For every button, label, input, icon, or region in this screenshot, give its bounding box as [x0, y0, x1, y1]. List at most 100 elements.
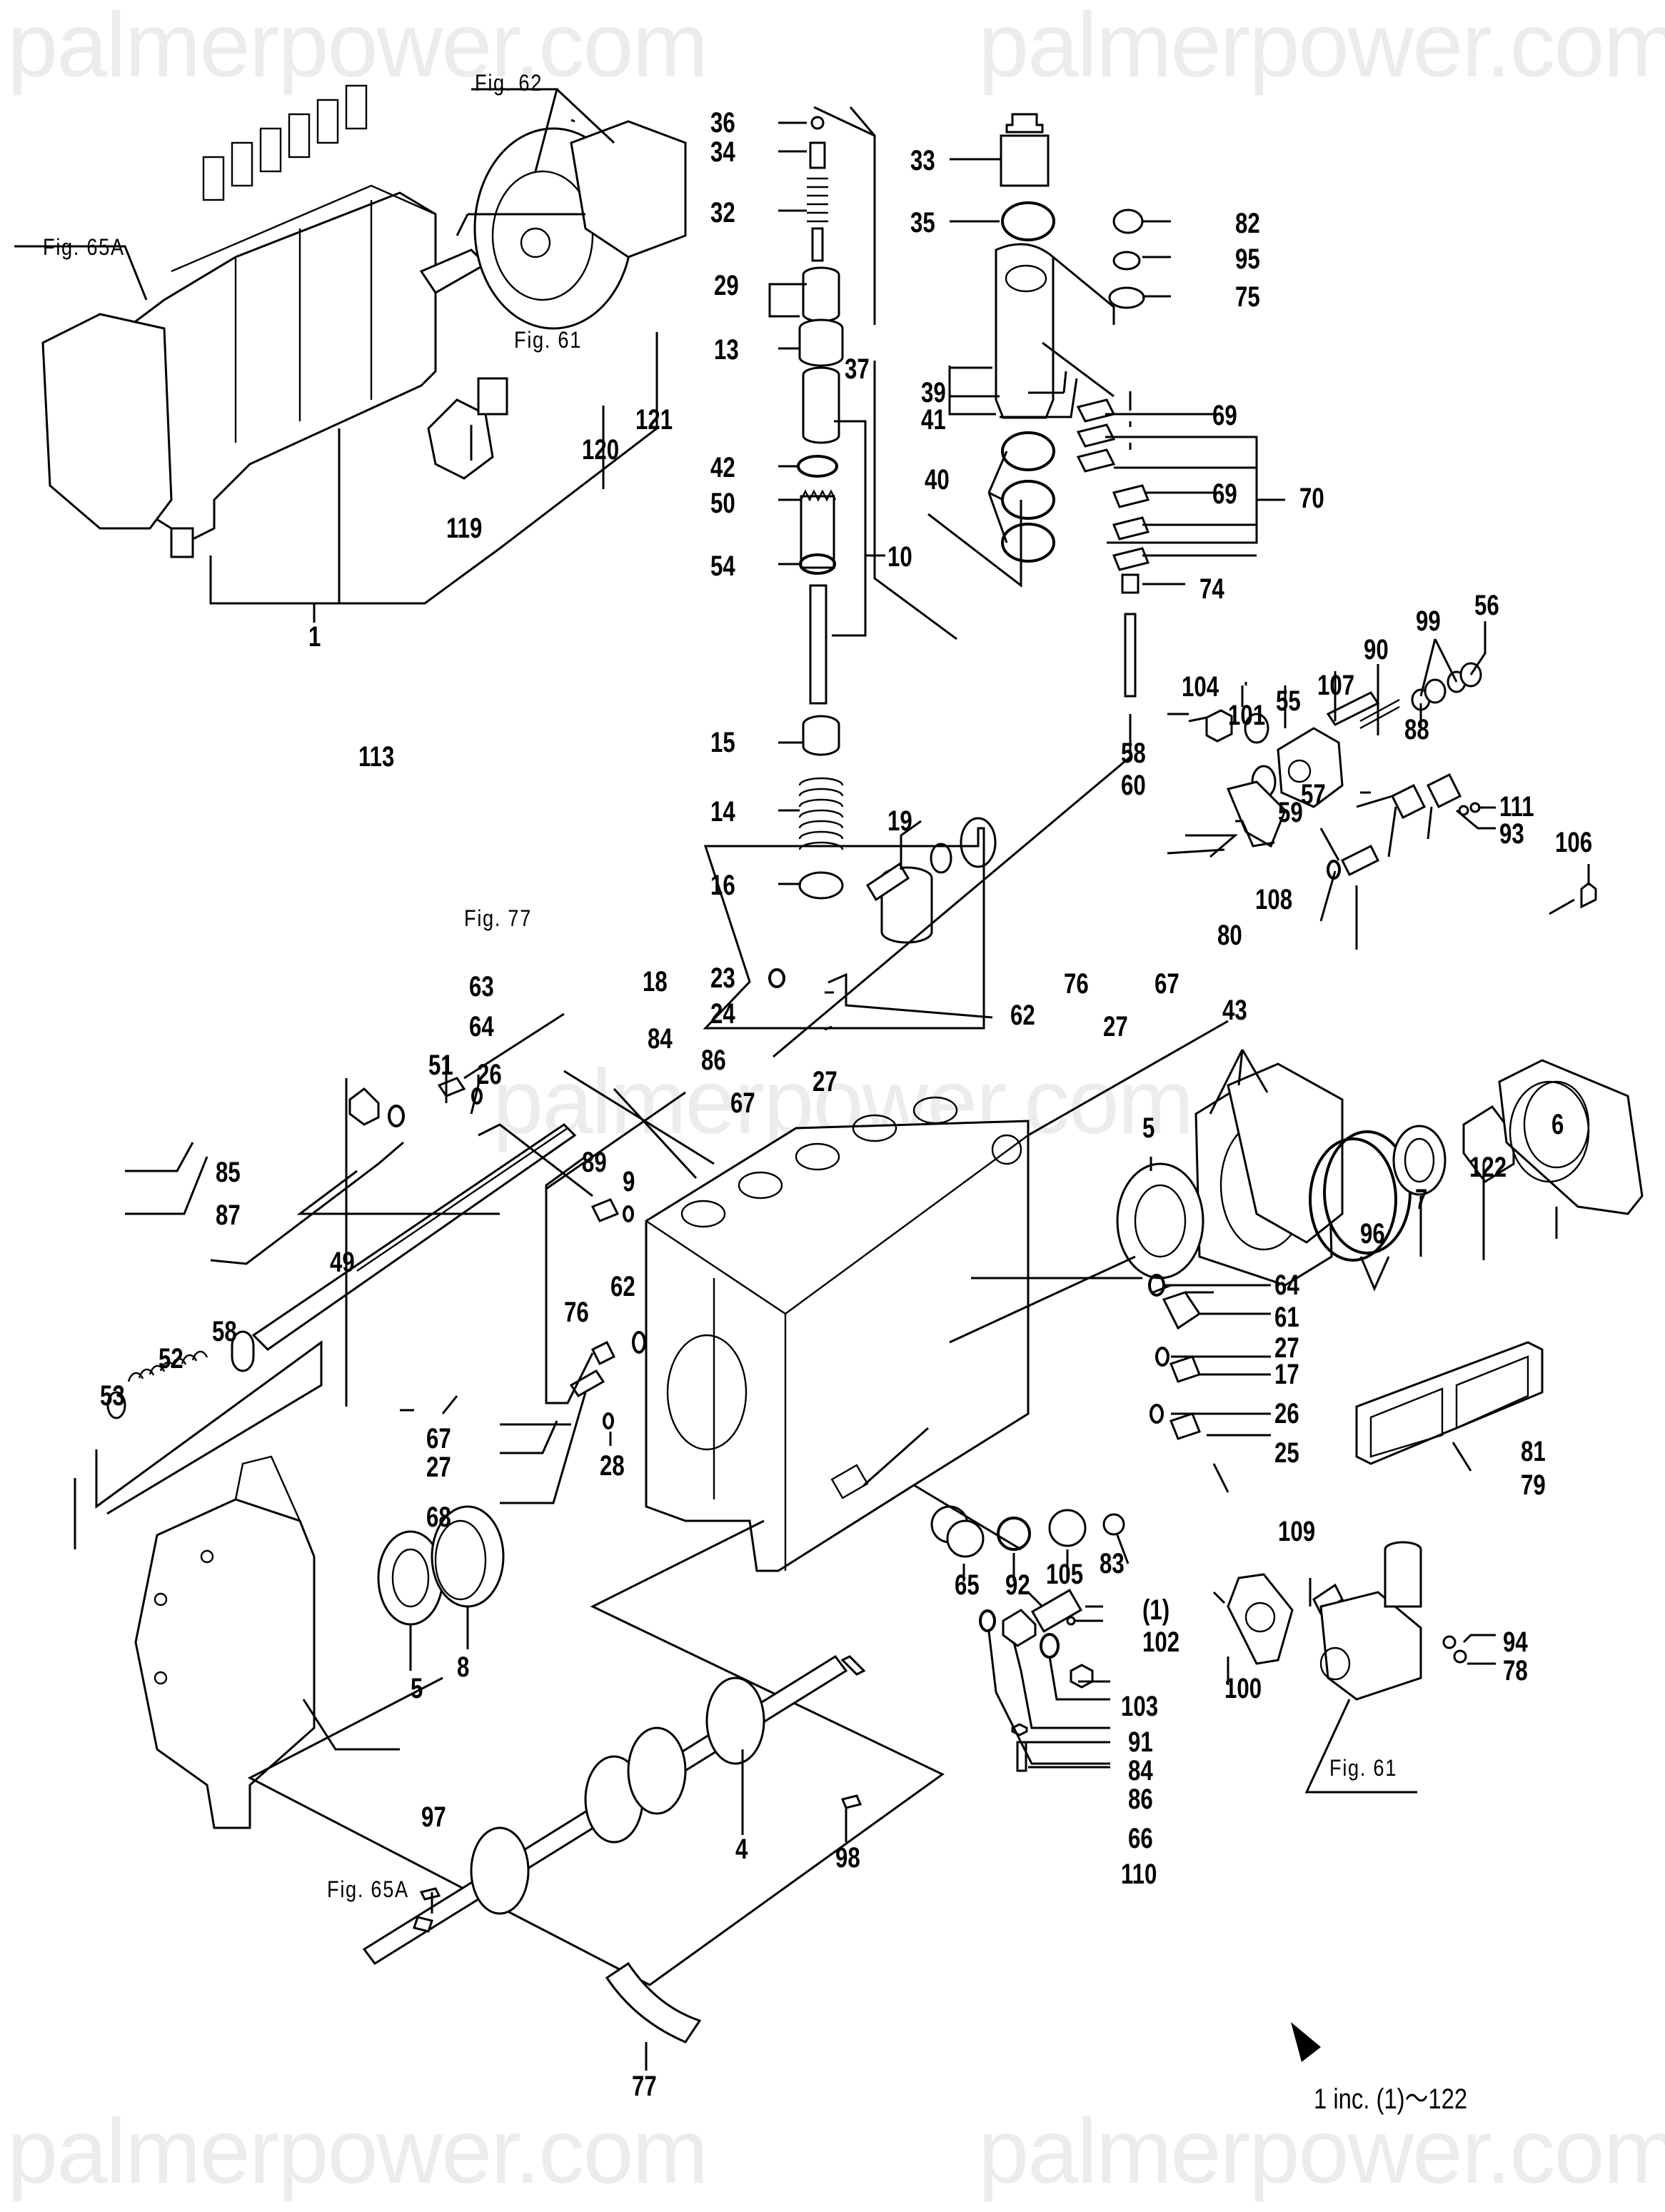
callout-108: 108	[1255, 884, 1293, 915]
callout-18: 18	[643, 966, 668, 997]
callout-6: 6	[1551, 1109, 1564, 1140]
linkage-parts-drawing	[1205, 662, 1597, 909]
callout-36: 36	[710, 107, 735, 139]
callout-26-top: 26	[477, 1059, 502, 1090]
callout-28: 28	[600, 1450, 625, 1482]
callout-52: 52	[159, 1343, 183, 1374]
callout-88: 88	[1404, 714, 1429, 745]
callout-24: 24	[710, 998, 735, 1030]
rack-and-cover-drawing	[106, 119, 695, 1829]
callout-paren-1: (1)	[1142, 1594, 1170, 1626]
callout-27-top: 27	[813, 1066, 837, 1097]
callout-4: 4	[735, 1834, 748, 1865]
callout-89: 89	[582, 1147, 607, 1178]
callout-61: 61	[1274, 1302, 1299, 1333]
callout-67-left: 67	[426, 1423, 451, 1454]
callout-98: 98	[835, 1842, 860, 1874]
callout-42: 42	[710, 452, 735, 483]
callout-101: 101	[1228, 700, 1266, 731]
callout-95: 95	[1235, 243, 1260, 275]
callout-8: 8	[457, 1652, 470, 1683]
callout-100: 100	[1224, 1673, 1262, 1704]
camshaft-drawing	[362, 1505, 866, 2043]
callout-29: 29	[714, 270, 739, 301]
callout-64-top: 64	[469, 1011, 494, 1042]
callout-56: 56	[1474, 590, 1499, 621]
fig-ref-65a-top[interactable]: Fig. 65A	[43, 234, 125, 260]
callout-64-right: 64	[1274, 1270, 1299, 1301]
callout-32: 32	[710, 197, 735, 228]
callout-39: 39	[921, 377, 946, 408]
callout-53: 53	[100, 1380, 125, 1412]
fig-ref-65a-bottom[interactable]: Fig. 65A	[327, 1876, 409, 1902]
callout-50: 50	[710, 488, 735, 519]
callout-104: 104	[1182, 671, 1219, 703]
callout-121: 121	[635, 404, 673, 436]
callout-43: 43	[1222, 995, 1247, 1026]
callout-13: 13	[714, 334, 739, 366]
callout-9: 9	[623, 1166, 635, 1197]
callout-63: 63	[469, 971, 494, 1002]
callout-58-top: 58	[1121, 738, 1146, 769]
callout-16: 16	[710, 870, 735, 901]
callout-10: 10	[887, 541, 912, 573]
callout-86-top: 86	[701, 1045, 726, 1076]
callout-59: 59	[1278, 797, 1303, 828]
callout-80: 80	[1217, 920, 1242, 951]
callout-49: 49	[330, 1247, 355, 1278]
watermark: palmerpower.com	[7, 2101, 708, 2203]
callout-110: 110	[1121, 1859, 1157, 1890]
callout-27-right: 27	[1274, 1332, 1299, 1364]
callout-74: 74	[1199, 573, 1224, 605]
callout-15: 15	[710, 727, 735, 758]
callout-78: 78	[1503, 1655, 1528, 1686]
assembly-note: 1 inc. (1)～122	[1314, 2083, 1468, 2115]
callout-23: 23	[710, 962, 735, 994]
callout-65: 65	[955, 1569, 980, 1601]
callout-111: 111	[1499, 791, 1534, 823]
callout-69-top: 69	[1212, 400, 1237, 431]
fig-ref-77[interactable]: Fig. 77	[464, 905, 533, 931]
barrel-stack-drawing	[995, 113, 1150, 698]
callout-122: 122	[1469, 1152, 1507, 1183]
callout-67-top: 67	[730, 1087, 755, 1119]
callout-79: 79	[1521, 1469, 1546, 1501]
callout-27-mid: 27	[1103, 1011, 1128, 1042]
callout-26-right: 26	[1274, 1398, 1299, 1429]
callout-37: 37	[845, 353, 870, 385]
callout-34: 34	[710, 136, 735, 168]
callout-106: 106	[1555, 827, 1593, 858]
callout-67-mid: 67	[1155, 968, 1179, 1000]
callout-90: 90	[1364, 634, 1389, 665]
callout-19: 19	[887, 805, 912, 837]
fig-ref-61-bottom[interactable]: Fig. 61	[1329, 1755, 1398, 1781]
callout-93: 93	[1499, 818, 1524, 850]
callout-17: 17	[1274, 1359, 1299, 1390]
callout-94: 94	[1503, 1627, 1528, 1658]
callout-83: 83	[1100, 1548, 1125, 1579]
callout-75: 75	[1235, 281, 1260, 313]
callout-82: 82	[1235, 208, 1260, 239]
fig-ref-61-top[interactable]: Fig. 61	[514, 327, 583, 353]
callout-102: 102	[1142, 1627, 1180, 1658]
drive-end-drawing	[1116, 1059, 1644, 1287]
callout-76-left: 76	[564, 1297, 589, 1328]
callout-87: 87	[216, 1200, 241, 1231]
callout-5-top: 5	[1142, 1112, 1155, 1144]
callout-54: 54	[710, 551, 735, 582]
callout-85: 85	[216, 1157, 241, 1188]
callout-84-top: 84	[648, 1023, 673, 1055]
fig-ref-62[interactable]: Fig. 62	[475, 70, 543, 96]
callout-66: 66	[1128, 1823, 1153, 1854]
watermark: palmerpower.com	[978, 2101, 1665, 2203]
callout-120: 120	[582, 434, 620, 466]
callout-96: 96	[1360, 1218, 1385, 1250]
callout-81: 81	[1521, 1436, 1546, 1467]
callout-70: 70	[1299, 483, 1324, 514]
callout-69-mid: 69	[1212, 478, 1237, 510]
callout-77: 77	[632, 2071, 657, 2102]
callout-5-bottom: 5	[411, 1673, 423, 1704]
callout-113: 113	[358, 741, 395, 773]
callout-68: 68	[426, 1502, 451, 1533]
